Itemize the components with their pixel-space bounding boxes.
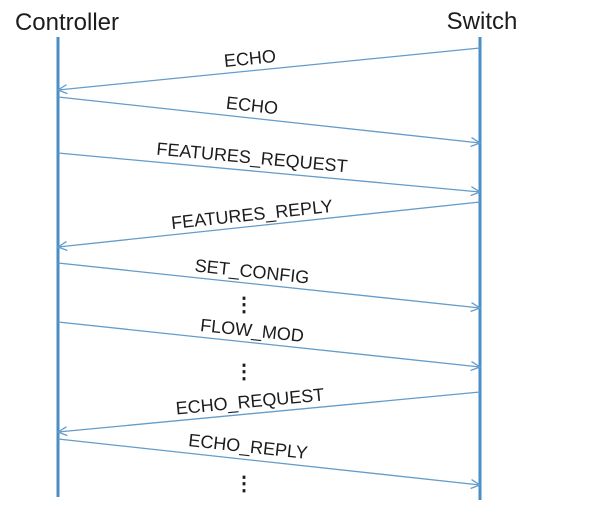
features-reply-arrow: [56, 201, 481, 252]
vertical-ellipsis-2: ⋮: [234, 361, 254, 383]
echo-reply-arrow: [57, 438, 482, 490]
vertical-ellipsis-3: ⋮: [234, 473, 254, 495]
vertical-ellipsis-1: ⋮: [234, 294, 254, 316]
set-config-arrow: [57, 262, 482, 313]
actor-label-switch: Switch: [446, 8, 518, 35]
actor-label-controller: Controller: [14, 9, 120, 36]
echo-2-arrow: [57, 96, 482, 148]
echo-1-arrow: [56, 47, 481, 95]
features-request-arrow: [57, 152, 482, 197]
echo-request-arrow: [56, 391, 481, 437]
flow-mod-arrow: [57, 321, 482, 372]
